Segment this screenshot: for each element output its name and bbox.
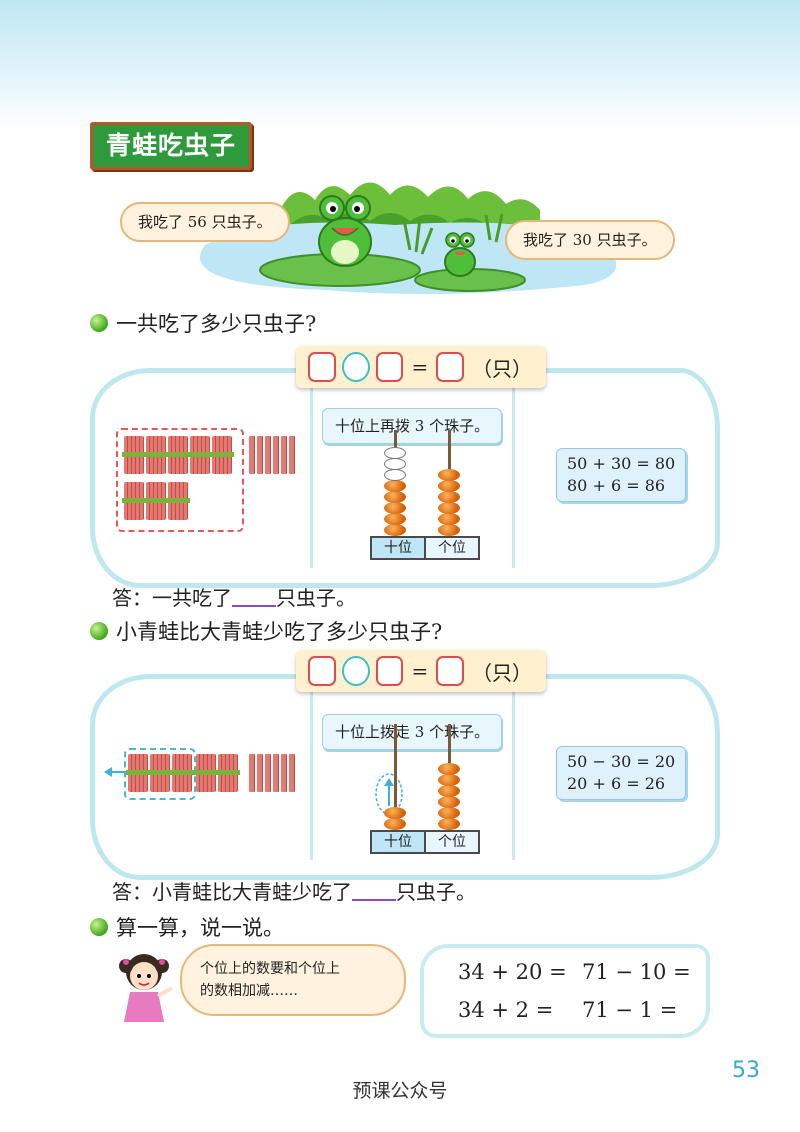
section1-answer: 答：一共吃了只虫子。 <box>112 585 356 610</box>
abacus-bead <box>438 774 460 786</box>
green-dot-icon <box>90 314 108 332</box>
abacus-bead <box>384 807 406 819</box>
footer-watermark: 预课公众号 <box>352 1081 448 1102</box>
calc-line: 80 + 6 = 86 <box>567 476 666 495</box>
calc-line: 20 + 6 = 26 <box>567 774 666 793</box>
section1-equation-template: = （只） <box>296 346 546 388</box>
exercise-item[interactable]: 34 + 2 = <box>458 998 554 1022</box>
ones-label: 个位 <box>438 834 466 850</box>
abacus-bead-outline <box>384 458 406 470</box>
header-band <box>0 0 800 130</box>
tens-label: 十位 <box>372 832 426 852</box>
section2-calculation: 50 − 30 = 20 20 + 6 = 26 <box>556 746 687 800</box>
exercise-item[interactable]: 71 − 10 = <box>582 960 691 984</box>
answer-blank[interactable] <box>232 585 276 607</box>
abacus-bead <box>384 502 406 514</box>
section3-heading: 算一算，说一说。 <box>90 912 284 942</box>
abacus-bead <box>438 785 460 797</box>
abacus-base: 十位 个位 <box>370 830 480 854</box>
calc-line: 50 + 30 = 80 <box>567 454 676 473</box>
section2-answer: 答：小青蛙比大青蛙少吃了只虫子。 <box>112 879 476 904</box>
operator-circle[interactable] <box>341 656 370 686</box>
abacus-bead <box>438 818 460 830</box>
abacus-bead-outline <box>384 469 406 481</box>
operator-circle[interactable] <box>341 352 370 382</box>
exercise-panel: 34 + 20 = 71 − 10 = 34 + 2 = 71 − 1 = <box>420 944 710 1038</box>
answer-box[interactable] <box>436 352 465 382</box>
answer-box[interactable] <box>308 656 336 686</box>
abacus-bead <box>438 469 460 481</box>
big-frog-speech-bubble: 我吃了 56 只虫子。 <box>120 202 290 242</box>
abacus-bead-outline <box>384 447 406 459</box>
abacus-base: 十位 个位 <box>370 536 480 560</box>
abacus-bead <box>438 807 460 819</box>
hint-bubble: 个位上的数要和个位上 的数相加减…… <box>180 944 406 1016</box>
abacus-bead <box>438 502 460 514</box>
section2-question: 小青蛙比大青蛙少吃了多少只虫子? <box>116 620 443 644</box>
tens-label: 十位 <box>372 538 426 558</box>
ones-label: 个位 <box>438 540 466 556</box>
abacus-bead <box>438 491 460 503</box>
section2-heading: 小青蛙比大青蛙少吃了多少只虫子? <box>90 616 442 646</box>
calc-line: 50 − 30 = 20 <box>567 752 676 771</box>
unit-label: （只） <box>472 356 533 381</box>
big-frog <box>318 195 372 267</box>
unit-label: （只） <box>472 660 533 685</box>
bundles-group-outline <box>116 428 244 532</box>
section1-abacus: 十位 个位 <box>370 430 480 560</box>
girl-illustration <box>119 954 173 1022</box>
answer-box[interactable] <box>436 656 465 686</box>
green-dot-icon <box>90 918 108 936</box>
answer-box[interactable] <box>308 352 336 382</box>
abacus-bead <box>438 796 460 808</box>
section3-title: 算一算，说一说。 <box>116 916 284 940</box>
section2-equation-template: = （只） <box>296 650 546 692</box>
section2-abacus: 十位 个位 <box>370 724 480 854</box>
abacus-bead <box>438 524 460 536</box>
section1-question: 一共吃了多少只虫子? <box>116 312 317 336</box>
answer-blank[interactable] <box>352 879 396 901</box>
page-number: 53 <box>732 1058 760 1083</box>
section1-heading: 一共吃了多少只虫子? <box>90 308 316 338</box>
green-dot-icon <box>90 622 108 640</box>
lesson-title: 青蛙吃虫子 <box>90 122 252 170</box>
equals-sign: = <box>411 659 429 683</box>
abacus-bead <box>384 480 406 492</box>
abacus-bead <box>438 513 460 525</box>
abacus-bead <box>438 480 460 492</box>
abacus-rod <box>394 724 397 830</box>
frog-pond-scene: 我吃了 56 只虫子。 我吃了 30 只虫子。 <box>110 170 690 300</box>
answer-box[interactable] <box>375 656 404 686</box>
exercise-item[interactable]: 71 − 1 = <box>582 998 678 1022</box>
abacus-bead <box>384 818 406 830</box>
abacus-bead <box>384 491 406 503</box>
abacus-bead <box>438 763 460 775</box>
abacus-bead <box>384 513 406 525</box>
section1-calculation: 50 + 30 = 80 80 + 6 = 86 <box>556 448 687 502</box>
equals-sign: = <box>411 355 429 379</box>
small-frog-speech-bubble: 我吃了 30 只虫子。 <box>505 220 675 260</box>
answer-box[interactable] <box>375 352 404 382</box>
exercise-item[interactable]: 34 + 20 = <box>458 960 567 984</box>
abacus-bead <box>384 524 406 536</box>
small-frog <box>444 232 476 277</box>
